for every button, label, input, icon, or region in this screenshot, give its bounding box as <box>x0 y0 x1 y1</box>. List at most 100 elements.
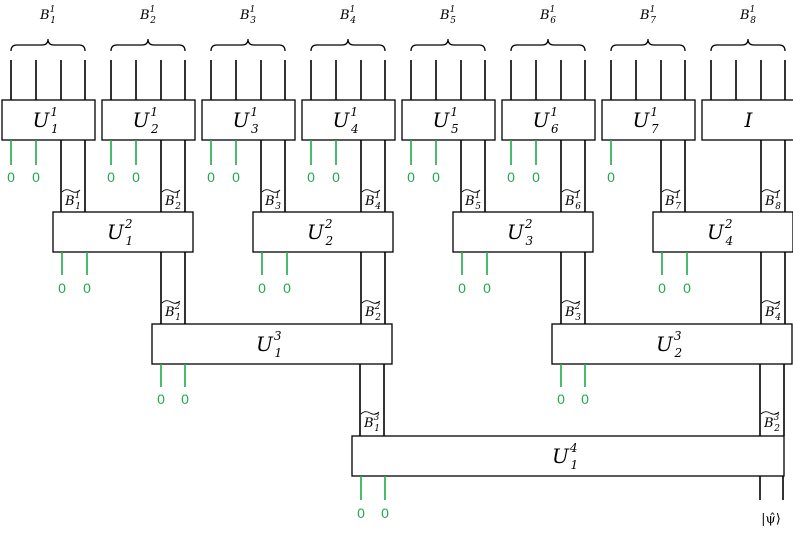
unitary-level4-1 <box>351 435 785 477</box>
ancilla-zero-level2-3-1: 0 <box>458 280 466 296</box>
svg-text:B15: B15 <box>464 191 481 212</box>
ancilla-zero-level1-3-1: 0 <box>207 169 215 185</box>
svg-text:B21: B21 <box>164 302 181 323</box>
ancilla-zero-level3-1-2: 0 <box>181 391 189 407</box>
input-brace-1 <box>10 38 86 52</box>
unitary-level1-7 <box>601 99 696 141</box>
svg-text:B23: B23 <box>564 302 581 323</box>
svg-text:B24: B24 <box>764 302 781 323</box>
svg-text:B16: B16 <box>564 191 581 212</box>
ancilla-zero-level4-1: 0 <box>357 505 365 521</box>
svg-text:B14: B14 <box>339 5 356 26</box>
output-state-label: |ψ̂⟩ <box>761 512 781 527</box>
svg-text:B22: B22 <box>364 302 381 323</box>
unitary-level1-4 <box>301 99 396 141</box>
unitary-level1-5 <box>401 99 496 141</box>
ancilla-zero-level1-7-1: 0 <box>607 169 615 185</box>
ancilla-zero-level1-5-1: 0 <box>407 169 415 185</box>
ancilla-zero-level1-2-1: 0 <box>107 169 115 185</box>
unitary-level1-2 <box>101 99 196 141</box>
svg-text:B13: B13 <box>239 5 256 26</box>
ancilla-zero-level1-3-2: 0 <box>232 169 240 185</box>
input-brace-4 <box>310 38 386 52</box>
input-brace-3 <box>210 38 286 52</box>
ancilla-zero-level1-1-2: 0 <box>32 169 40 185</box>
unitary-level2-2 <box>252 211 394 253</box>
input-brace-5 <box>410 38 486 52</box>
input-brace-7 <box>610 38 686 52</box>
unitary-level1-1 <box>1 99 96 141</box>
ancilla-zero-level3-2-2: 0 <box>581 391 589 407</box>
ancilla-zero-level2-2-2: 0 <box>283 280 291 296</box>
ancilla-zero-level1-5-2: 0 <box>432 169 440 185</box>
ancilla-zero-level3-2-1: 0 <box>557 391 565 407</box>
unitary-level3-2 <box>551 323 793 365</box>
ancilla-zero-level1-2-2: 0 <box>132 169 140 185</box>
svg-text:B17: B17 <box>664 191 681 212</box>
input-brace-8 <box>710 38 786 52</box>
ancilla-zero-level3-1-1: 0 <box>157 391 165 407</box>
input-brace-6 <box>510 38 586 52</box>
svg-text:B12: B12 <box>164 191 181 212</box>
unitary-level2-3 <box>452 211 594 253</box>
svg-text:B32: B32 <box>763 413 780 434</box>
svg-text:B16: B16 <box>539 5 556 26</box>
unitary-level1-label-8: I <box>744 108 754 132</box>
ancilla-zero-level2-3-2: 0 <box>483 280 491 296</box>
ancilla-zero-level1-4-1: 0 <box>307 169 315 185</box>
svg-text:B14: B14 <box>364 191 381 212</box>
unitary-level2-1 <box>52 211 194 253</box>
unitary-level3-1 <box>151 323 393 365</box>
unitary-level1-3 <box>201 99 296 141</box>
unitary-level1-6 <box>501 99 596 141</box>
svg-text:B15: B15 <box>439 5 456 26</box>
svg-text:B18: B18 <box>739 5 756 26</box>
ancilla-zero-level1-4-2: 0 <box>332 169 340 185</box>
svg-text:B18: B18 <box>764 191 781 212</box>
ancilla-zero-level2-1-1: 0 <box>58 280 66 296</box>
ancilla-zero-level1-1-1: 0 <box>7 169 15 185</box>
ancilla-zero-level2-4-2: 0 <box>683 280 691 296</box>
ancilla-zero-level2-4-1: 0 <box>658 280 666 296</box>
svg-text:B17: B17 <box>639 5 656 26</box>
svg-text:B12: B12 <box>139 5 156 26</box>
ancilla-zero-level1-6-1: 0 <box>507 169 515 185</box>
svg-text:B31: B31 <box>363 413 380 434</box>
ancilla-zero-level4-2: 0 <box>381 505 389 521</box>
input-brace-2 <box>110 38 186 52</box>
ancilla-zero-level2-2-1: 0 <box>258 280 266 296</box>
ancilla-zero-level1-6-2: 0 <box>532 169 540 185</box>
unitary-level2-4 <box>652 211 793 253</box>
